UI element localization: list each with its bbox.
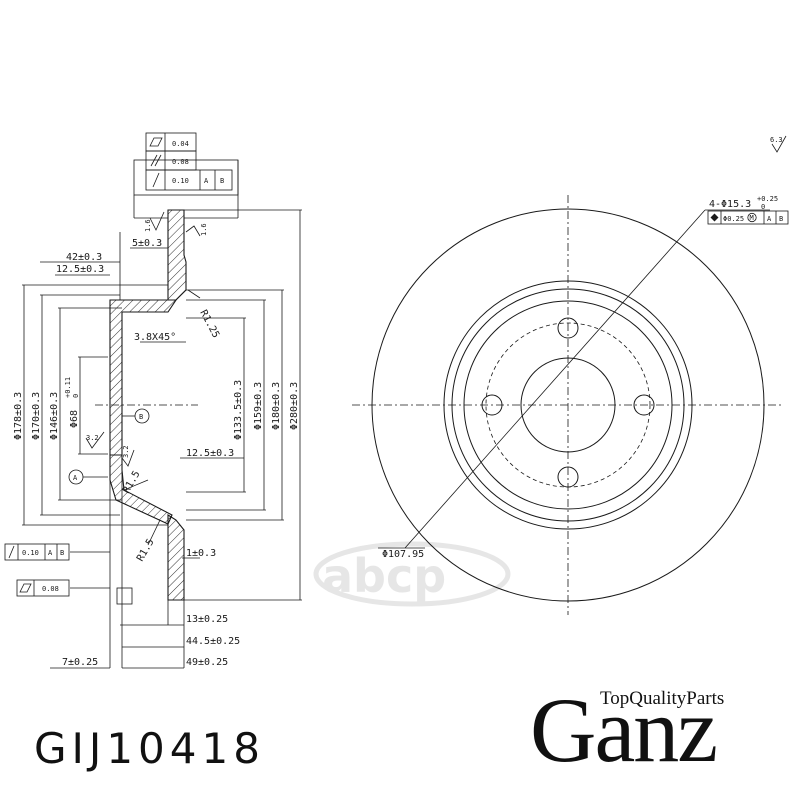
watermark-logo-icon <box>313 541 511 607</box>
roughness-top-right: 6.3 <box>770 135 787 153</box>
datum-b-marker: B <box>121 408 150 424</box>
dim-r125: R1.25 <box>197 308 221 340</box>
svg-text:A: A <box>48 549 53 557</box>
roughness-hub-icon <box>85 431 105 449</box>
svg-text:0: 0 <box>761 203 765 211</box>
dim-5: 5±0.3 <box>132 238 162 249</box>
runout-icon <box>152 172 160 188</box>
svg-text:M: M <box>750 214 754 222</box>
svg-text:A: A <box>767 215 772 223</box>
dim-phi178: Φ178±0.3 <box>13 392 24 440</box>
bolt-position-frame: Φ0.25 M A B <box>707 210 789 225</box>
part-number: GIJ10418 <box>34 724 265 773</box>
svg-text:0.10: 0.10 <box>22 549 39 557</box>
flatness-lower-icon <box>19 583 32 593</box>
svg-text:0.04: 0.04 <box>172 140 189 148</box>
svg-text:B: B <box>139 413 143 421</box>
dim-chamfer: 3.8X45° <box>134 332 176 343</box>
leader-diagonal <box>404 209 706 549</box>
parallelism-icon <box>150 154 162 167</box>
max-material-icon <box>747 212 757 223</box>
roughness-hub: 3.2 <box>85 431 105 449</box>
svg-text:B: B <box>60 549 64 557</box>
brand-logo-name: Ganz <box>530 679 718 781</box>
position-diamond-icon <box>710 213 719 222</box>
brand-tagline: TopQualityParts <box>600 688 725 709</box>
tolerance-frame-runout: 0.10 A B <box>145 169 233 191</box>
dim-12-5-mid: 12.5±0.3 <box>186 448 234 459</box>
dim-r15-upper: R1.5 <box>121 469 143 495</box>
dim-phi133-5: Φ133.5±0.3 <box>233 380 244 440</box>
dim-13: 13±0.25 <box>186 614 228 625</box>
dim-12-5-top: 12.5±0.3 <box>56 264 104 275</box>
svg-text:6.3: 6.3 <box>770 136 783 144</box>
roughness-face-right: 1.6 <box>185 223 208 237</box>
dim-1: 1±0.3 <box>186 548 216 559</box>
svg-text:3.2: 3.2 <box>86 434 99 442</box>
bolt-hole-callout: 4-Φ15.3 +0.25 0 Φ0.25 M A B <box>707 195 789 225</box>
front-view <box>352 195 784 615</box>
roughness-face-right-icon <box>185 225 201 237</box>
dim-44-5: 44.5±0.25 <box>186 636 240 647</box>
dim-phi159: Φ159±0.3 <box>253 382 264 430</box>
svg-text:A: A <box>73 474 78 482</box>
tolerance-frame-runout-lower: 0.10 A B <box>4 543 70 561</box>
rotor-face-lower <box>167 514 185 601</box>
section-view <box>22 160 302 669</box>
tolerance-frame-flatness: 0.04 <box>145 132 197 152</box>
runout-lower-icon <box>8 545 15 559</box>
dim-phi68: Φ68 <box>69 410 80 428</box>
dim-42: 42±0.3 <box>66 252 102 263</box>
dim-phi280: Φ280±0.3 <box>289 382 300 430</box>
svg-text:Φ0.25: Φ0.25 <box>723 215 744 223</box>
phi107-label: Φ107.95 <box>382 549 424 560</box>
dim-7: 7±0.25 <box>62 657 98 668</box>
roughness-check-icon <box>771 135 787 153</box>
svg-text:0: 0 <box>72 394 80 398</box>
dim-49: 49±0.25 <box>186 657 228 668</box>
svg-text:+0.25: +0.25 <box>757 195 778 203</box>
svg-text:1.6: 1.6 <box>200 223 208 236</box>
roughness-face-icon <box>149 211 165 231</box>
svg-text:1.6: 1.6 <box>144 219 152 232</box>
tolerance-frame-parallelism: 0.08 <box>145 150 197 171</box>
svg-text:0.08: 0.08 <box>172 158 189 166</box>
rotor-face-upper <box>167 209 187 301</box>
svg-text:3.2: 3.2 <box>122 445 130 458</box>
roughness-face: 1.6 <box>144 211 165 232</box>
hat-wall-upper <box>109 299 178 456</box>
tolerance-frame-flatness-lower: 0.08 <box>16 579 70 597</box>
roughness-hub-inner-icon <box>121 449 135 467</box>
svg-text:B: B <box>220 177 224 185</box>
roughness-hub-inner: 3.2 <box>121 445 135 467</box>
svg-text:B: B <box>779 215 783 223</box>
svg-text:+0.11: +0.11 <box>64 377 72 398</box>
datum-a-marker: A <box>68 469 108 485</box>
flatness-icon <box>149 137 163 147</box>
hat-wall-lower <box>109 454 173 525</box>
bolt-hole-right <box>633 394 655 416</box>
svg-text:0.08: 0.08 <box>42 585 59 593</box>
svg-text:A: A <box>204 177 209 185</box>
bolt-holes-dimension: 4-Φ15.3 <box>709 199 751 210</box>
dim-r15-lower: R1.5 <box>135 537 157 563</box>
dim-phi170: Φ170±0.3 <box>31 392 42 440</box>
dim-phi180: Φ180±0.3 <box>271 382 282 430</box>
svg-text:0.10: 0.10 <box>172 177 189 185</box>
dim-phi146: Φ146±0.3 <box>49 392 60 440</box>
